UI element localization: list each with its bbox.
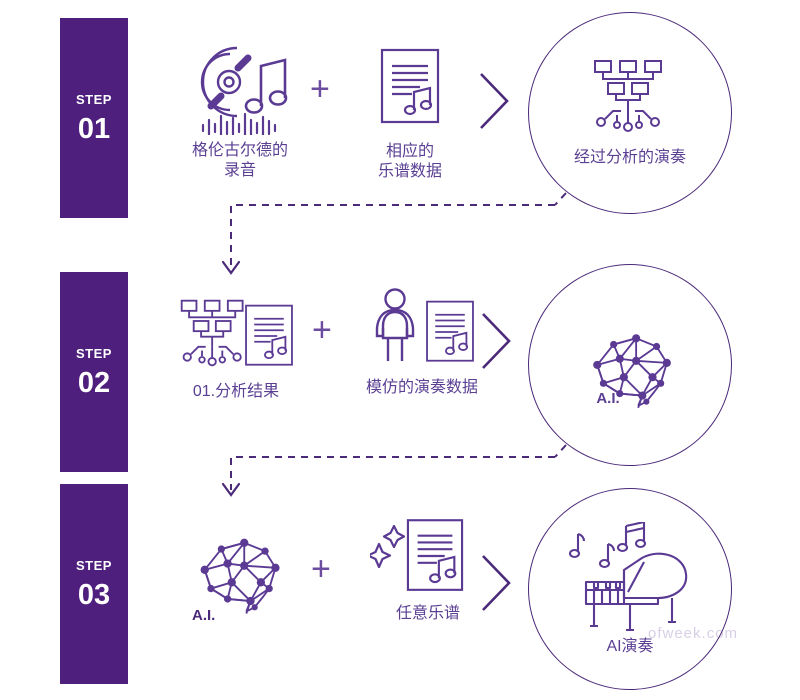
chevron-right-icon xyxy=(480,73,509,129)
sheet-music-document-icon xyxy=(245,304,293,366)
step2-input-1: 01.分析结果 xyxy=(166,298,306,402)
step-number: 03 xyxy=(77,578,111,611)
step1-input-2: 相应的 乐谱数据 xyxy=(355,48,465,182)
grand-piano-music-icon xyxy=(568,522,688,632)
step-bar-01: STEP 01 xyxy=(60,18,128,218)
step2-result-label: A.I. xyxy=(596,389,620,407)
network-analysis-icon xyxy=(594,60,662,132)
step1-input-1-caption: 格伦古尔德的 录音 xyxy=(191,142,288,179)
person-performer-icon xyxy=(375,288,415,361)
step1-arrow xyxy=(475,70,515,132)
audio-waveform-icon xyxy=(201,112,277,135)
step2-input-1-caption: 01.分析结果 xyxy=(192,383,280,400)
step3-input-2: 任意乐谱 xyxy=(352,518,482,624)
step-label: STEP xyxy=(76,557,112,573)
step1-input-2-caption: 相应的 乐谱数据 xyxy=(377,143,442,180)
step3-plus-operator: + xyxy=(311,550,331,588)
step-number: 01 xyxy=(77,112,111,145)
step3-input-1-icon-label: A.I. xyxy=(192,607,216,624)
step2-input-2: 模仿的演奏数据 xyxy=(352,288,492,398)
step2-arrow xyxy=(477,310,517,372)
step-label: STEP xyxy=(76,345,112,361)
ai-brain-network-icon xyxy=(592,332,672,409)
chevron-right-icon xyxy=(482,313,511,369)
sparkle-icon xyxy=(370,524,406,569)
step1-result-label: 经过分析的演奏 xyxy=(573,149,686,166)
step2-input-2-caption: 模仿的演奏数据 xyxy=(365,379,478,396)
step2-plus-operator: + xyxy=(312,311,332,349)
step3-input-2-caption: 任意乐谱 xyxy=(395,605,460,622)
network-analysis-icon xyxy=(180,299,244,367)
step2-input-1-icons xyxy=(178,298,294,368)
step1-plus-operator: + xyxy=(310,70,330,108)
step1-input-1: 格伦古尔德的 录音 xyxy=(165,40,315,181)
sheet-music-document-icon xyxy=(406,519,464,591)
sheet-music-document-icon xyxy=(380,48,440,124)
step3-result-circle: AI演奏 xyxy=(528,488,732,690)
step1-input-1-icons xyxy=(185,40,295,135)
step-bar-03: STEP 03 xyxy=(60,484,128,684)
step-number: 02 xyxy=(77,366,111,399)
step3-input-1-icons: A.I. xyxy=(186,528,290,624)
step-label: STEP xyxy=(76,91,112,107)
step3-arrow xyxy=(477,552,517,614)
step2-result-circle: A.I. xyxy=(528,264,732,466)
step1-result-circle: 经过分析的演奏 xyxy=(528,12,732,214)
step3-input-2-icons xyxy=(370,518,464,594)
step2-input-2-icons xyxy=(369,288,475,364)
vinyl-disc-music-icon xyxy=(200,46,288,135)
step3-input-1: A.I. xyxy=(178,528,298,626)
step1-input-2-icons xyxy=(380,48,440,126)
step-bar-02: STEP 02 xyxy=(60,272,128,472)
chevron-right-icon xyxy=(482,555,511,611)
sheet-music-document-icon xyxy=(426,300,474,362)
step3-result-label: AI演奏 xyxy=(606,638,654,655)
